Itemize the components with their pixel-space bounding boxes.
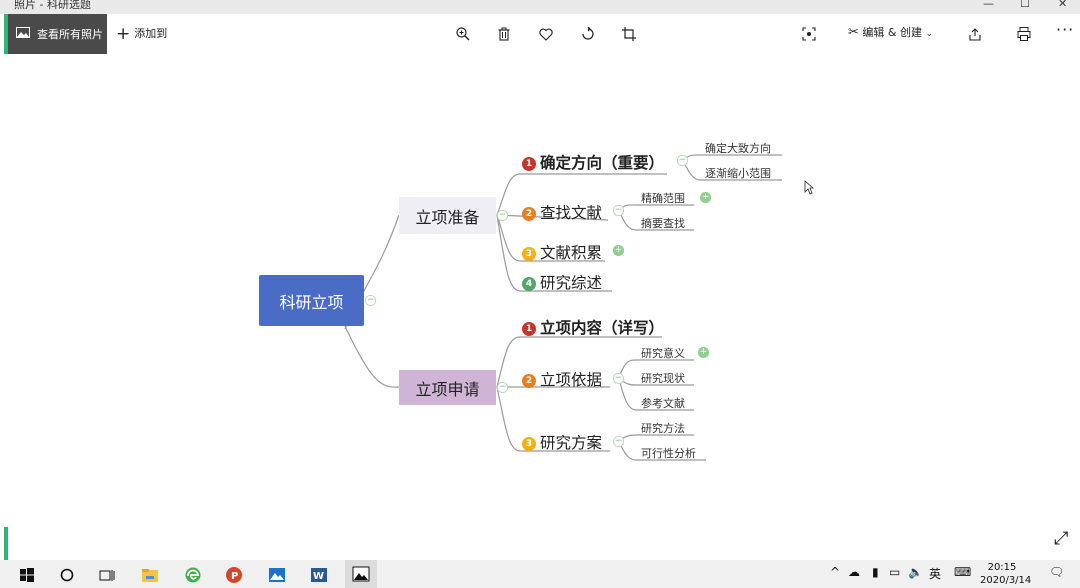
collapse-toggle: − <box>365 295 376 306</box>
task-view-icon[interactable] <box>98 566 116 584</box>
topic-label: 确定方向（重要） <box>540 154 665 172</box>
mindmap-leaf: 逐渐缩小范围 <box>705 167 771 180</box>
topic-label: 立项依据 <box>540 371 603 389</box>
mindmap-leaf: 研究意义 <box>641 347 685 360</box>
photos-toolbar: 查看所有照片 +添加到 ✂ 编辑 & 创建 ⌄ ··· <box>0 14 1080 54</box>
mindmap-leaf: 研究现状 <box>641 372 685 385</box>
left-accent-bar <box>4 14 8 54</box>
chevron-down-icon: ⌄ <box>925 29 934 39</box>
svg-text:W: W <box>313 571 324 582</box>
fullscreen-expand-icon[interactable]: ⤢ <box>1054 528 1069 549</box>
mindmap-root: 科研立项 <box>259 275 364 326</box>
expand-toggle: + <box>700 192 711 203</box>
number-badge: 3 <box>522 247 536 261</box>
ime-keyboard-icon[interactable]: ⌨ <box>954 565 972 579</box>
scissors-icon: ✂ <box>848 25 859 40</box>
number-badge: 2 <box>522 207 536 221</box>
active-app-highlight[interactable] <box>345 560 377 588</box>
edit-create-button[interactable]: ✂ 编辑 & 创建 ⌄ <box>848 24 933 40</box>
mindmap-topic: 1 立项内容（详写） <box>522 316 664 338</box>
expand-toggle: + <box>698 347 709 358</box>
volume-icon[interactable]: 🔈 <box>908 565 923 579</box>
plus-icon: + <box>116 24 131 44</box>
zoom-in-icon[interactable] <box>455 26 471 42</box>
edge-browser-icon[interactable] <box>184 566 202 584</box>
svg-text:P: P <box>231 571 238 582</box>
mindmap-connectors <box>344 154 782 461</box>
topic-label: 立项内容（详写） <box>540 319 665 337</box>
collapse-toggle: − <box>613 436 624 447</box>
powerpoint-icon[interactable]: P <box>225 566 243 584</box>
photo-icon <box>16 27 30 38</box>
tray-chevron-up-icon[interactable]: ^ <box>830 565 841 579</box>
number-badge: 3 <box>522 437 536 451</box>
collapse-toggle: − <box>497 382 508 393</box>
more-options-button[interactable]: ··· <box>1056 20 1075 39</box>
view-all-photos-button[interactable]: 查看所有照片 <box>8 14 107 54</box>
mindmap-topic: 2 查找文献 <box>522 201 602 223</box>
system-clock[interactable]: 20:15 2020/3/14 <box>980 561 1032 587</box>
image-viewer-icon <box>352 566 370 582</box>
mouse-cursor-icon <box>804 180 814 195</box>
word-icon[interactable]: W <box>310 566 328 584</box>
topic-label: 查找文献 <box>540 204 603 222</box>
add-to-button[interactable]: +添加到 <box>116 24 167 44</box>
mindmap-topic: 2 立项依据 <box>522 368 602 390</box>
clock-time: 20:15 <box>987 562 1017 573</box>
clock-date: 2020/3/14 <box>980 575 1032 586</box>
collapse-toggle: − <box>613 205 624 216</box>
window-title: 照片 - 科研选题 <box>14 0 91 11</box>
photos-app-icon[interactable] <box>268 566 286 584</box>
number-badge: 1 <box>522 322 536 336</box>
mindmap-topic: 3 文献积累 <box>522 241 602 263</box>
mindmap-branch-application: 立项申请 <box>399 370 496 405</box>
left-accent-bar-bottom <box>4 527 8 560</box>
mindmap-topic: 1 确定方向（重要） <box>522 151 664 173</box>
close-button[interactable]: ✕ <box>1058 0 1068 10</box>
edit-create-label: 编辑 & 创建 <box>862 26 922 39</box>
view-all-photos-label: 查看所有照片 <box>37 28 103 41</box>
number-badge: 4 <box>522 277 536 291</box>
title-bar: 照片 - 科研选题 — ☐ ✕ <box>0 0 1080 14</box>
mindmap-topic: 3 研究方案 <box>522 431 602 453</box>
collapse-toggle: − <box>497 210 508 221</box>
mindmap-branch-preparation: 立项准备 <box>399 197 496 234</box>
cloud-icon[interactable]: ☁ <box>848 565 860 579</box>
minimize-button[interactable]: — <box>983 0 994 10</box>
expand-toggle: + <box>613 245 624 256</box>
mindmap-leaf: 精确范围 <box>641 192 685 205</box>
ime-language-indicator[interactable]: 英 <box>929 567 942 581</box>
number-badge: 1 <box>522 157 536 171</box>
crop-icon[interactable] <box>621 26 637 42</box>
mindmap-leaf: 参考文献 <box>641 397 685 410</box>
cortana-search-icon[interactable] <box>58 566 76 584</box>
topic-label: 研究方案 <box>540 434 603 452</box>
topic-label: 研究综述 <box>540 274 603 292</box>
number-badge: 2 <box>522 374 536 388</box>
notification-icon[interactable]: 🗨 <box>1049 565 1065 579</box>
maximize-button[interactable]: ☐ <box>1020 0 1030 10</box>
enhance-icon[interactable] <box>801 26 817 42</box>
mindmap-leaf: 研究方法 <box>641 422 685 435</box>
mindmap-leaf: 摘要查找 <box>641 217 685 230</box>
windows-start-icon[interactable] <box>18 566 36 584</box>
favorite-icon[interactable] <box>538 26 554 42</box>
usb-icon[interactable]: ▮ <box>872 565 879 579</box>
windows-taskbar: P W ^ ☁ ▮ ▭ 🔈 英 ⌨ 20:15 2020/3/14 🗨 <box>0 560 1080 588</box>
add-to-label: 添加到 <box>134 27 168 40</box>
mindmap-leaf: 可行性分析 <box>641 447 696 460</box>
file-explorer-icon[interactable] <box>141 566 159 584</box>
share-icon[interactable] <box>967 26 983 42</box>
collapse-toggle: − <box>613 373 624 384</box>
battery-icon[interactable]: ▭ <box>889 565 901 579</box>
mindmap-leaf: 确定大致方向 <box>705 142 771 155</box>
mindmap-topic: 4 研究综述 <box>522 271 602 293</box>
collapse-toggle: − <box>677 155 688 166</box>
print-icon[interactable] <box>1016 26 1032 42</box>
delete-icon[interactable] <box>496 26 512 42</box>
topic-label: 文献积累 <box>540 244 603 262</box>
rotate-icon[interactable] <box>580 26 596 42</box>
